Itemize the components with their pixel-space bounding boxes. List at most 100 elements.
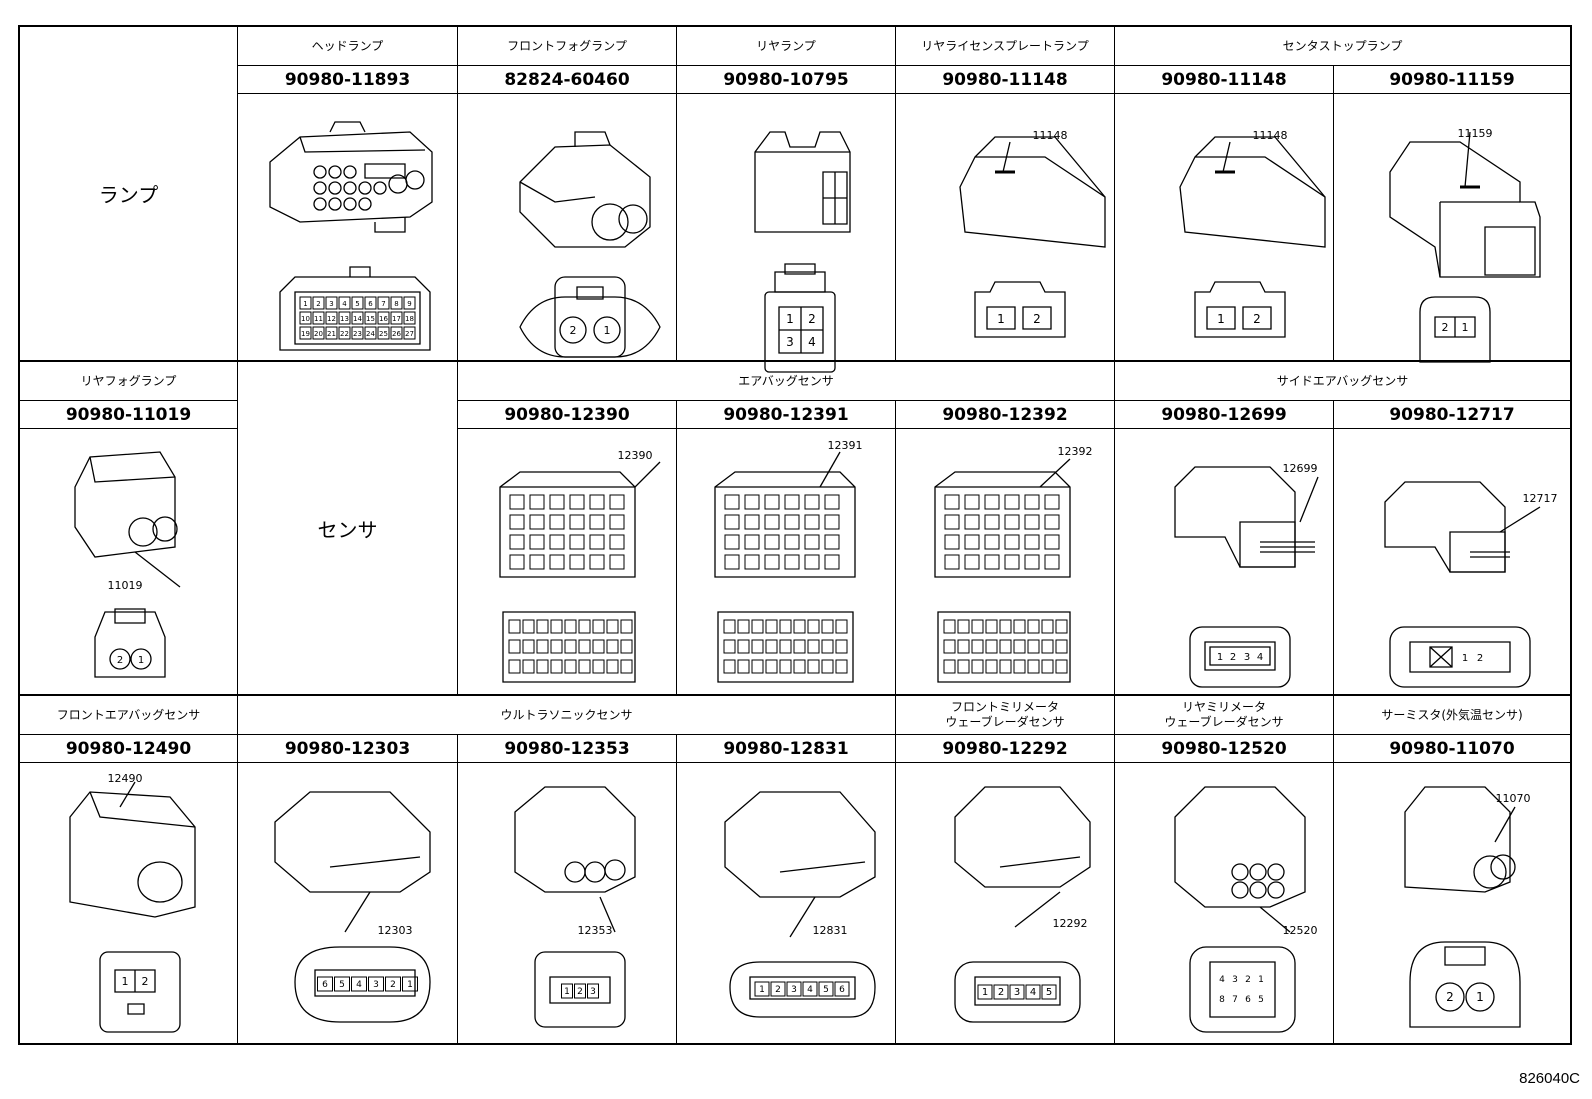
hdr-divider <box>20 734 1570 735</box>
part-number: 90980-12390 <box>504 404 630 425</box>
face-cavity <box>794 640 805 653</box>
hdr-divider <box>20 428 237 429</box>
face-cavity <box>836 660 847 673</box>
pin-cavity <box>819 982 833 996</box>
pin-cavity <box>339 312 350 324</box>
hdr-divider <box>20 762 1570 763</box>
pin-label: 27 <box>405 330 414 338</box>
face-cavity <box>752 640 763 653</box>
pin-label: 1 <box>407 980 413 990</box>
face-cavity <box>537 660 548 673</box>
pin-label: 26 <box>392 330 401 338</box>
rear-lamp-connector-drawing: 1 2 3 4 <box>745 122 855 372</box>
pin-cavity <box>1025 555 1039 569</box>
row-divider <box>20 360 1570 362</box>
pin-label: 1 <box>1258 975 1264 985</box>
pin-cavity <box>985 535 999 549</box>
pin-cavity <box>530 515 544 529</box>
pin-cavity <box>570 495 584 509</box>
header-license-plate: リヤライセンスプレートランプ <box>921 38 1089 53</box>
col-divider <box>1114 362 1115 694</box>
face-cavity <box>752 620 763 633</box>
pin-cavity <box>378 312 389 324</box>
face-cavity <box>1028 640 1039 653</box>
face-cavity <box>509 640 520 653</box>
pin-label: 2 <box>775 985 781 995</box>
pin-cavity <box>978 985 992 999</box>
face-cavity <box>780 660 791 673</box>
pin-cavity <box>610 555 624 569</box>
rear-mmw-radar-connector-drawing: 12520 4 3 2 1 8 7 6 5 <box>1160 772 1318 1037</box>
face-cavity <box>1056 620 1067 633</box>
pin-label: 5 <box>1258 995 1264 1005</box>
face-cavity <box>822 620 833 633</box>
pin-cavity <box>805 555 819 569</box>
face-cavity <box>621 620 632 633</box>
pin-cavity <box>825 515 839 529</box>
face-cavity <box>752 660 763 673</box>
face-cavity <box>1042 660 1053 673</box>
pin-label: 16 <box>379 315 388 323</box>
pin-cavity <box>725 535 739 549</box>
col-divider <box>1114 27 1115 360</box>
hdr-divider <box>458 400 1570 401</box>
callout-label: 12303 <box>378 924 413 937</box>
hdr-divider <box>238 93 1570 94</box>
col-divider <box>1114 696 1115 1043</box>
col-divider <box>676 400 677 694</box>
pin-cavity <box>570 515 584 529</box>
col-divider <box>676 734 677 1043</box>
pin-label: 13 <box>340 315 349 323</box>
pin-cavity <box>805 515 819 529</box>
col-divider <box>895 27 896 360</box>
pin-label: 2 <box>1230 652 1236 663</box>
pin-label: 11 <box>314 315 323 323</box>
pin-label: 2 <box>1253 312 1261 326</box>
part-number: 90980-12353 <box>504 738 630 759</box>
drawing-id: 826040C <box>1519 1070 1580 1087</box>
face-cavity <box>1014 620 1025 633</box>
pin-cavity <box>590 495 604 509</box>
part-number: 90980-12303 <box>284 738 411 759</box>
header-line: リヤミリメータ <box>1181 700 1266 714</box>
center-stop-11159-connector-drawing: 11159 2 1 <box>1380 127 1550 377</box>
pin-label: 1 <box>138 655 144 666</box>
pin-cavity <box>1026 985 1040 999</box>
face-cavity <box>822 640 833 653</box>
front-airbag-connector-drawing: 12490 1 2 <box>60 772 210 1037</box>
pin-label: 3 <box>1014 987 1020 998</box>
pin-label: 1 <box>303 300 307 308</box>
face-cavity <box>808 660 819 673</box>
pin-cavity <box>318 977 333 991</box>
face-cavity <box>621 640 632 653</box>
pin-label: 3 <box>373 980 379 990</box>
part-number: 90980-12699 <box>1161 404 1287 425</box>
face-cavity <box>766 640 777 653</box>
pin-cavity <box>530 495 544 509</box>
header-ultrasonic-sensor: ウルトラソニックセンサ <box>500 707 633 722</box>
pin-cavity <box>300 327 311 339</box>
face-cavity <box>593 620 604 633</box>
part-number: 90980-12391 <box>723 404 849 425</box>
pin-cavity <box>550 555 564 569</box>
pin-label: 2 <box>1033 312 1041 326</box>
pin-cavity <box>530 535 544 549</box>
thermistor-connector-drawing: 11070 2 1 <box>1395 772 1531 1037</box>
part-number: 90980-10795 <box>723 69 849 90</box>
face-cavity <box>836 620 847 633</box>
pin-label: 5 <box>355 300 359 308</box>
pin-cavity <box>825 535 839 549</box>
pin-cavity <box>765 515 779 529</box>
pin-cavity <box>562 984 573 998</box>
license-lamp-connector-drawing: 11148 1 2 <box>955 129 1115 357</box>
pin-label: 2 <box>1477 653 1483 664</box>
pin-label: 10 <box>301 315 310 323</box>
face-cavity <box>724 640 735 653</box>
pin-cavity <box>725 495 739 509</box>
callout-label: 12520 <box>1283 924 1318 937</box>
pin-label: 2 <box>117 655 123 666</box>
pin-label: 5 <box>1046 987 1052 998</box>
face-cavity <box>766 620 777 633</box>
airbag-connector-drawing: 12391 <box>710 439 863 687</box>
